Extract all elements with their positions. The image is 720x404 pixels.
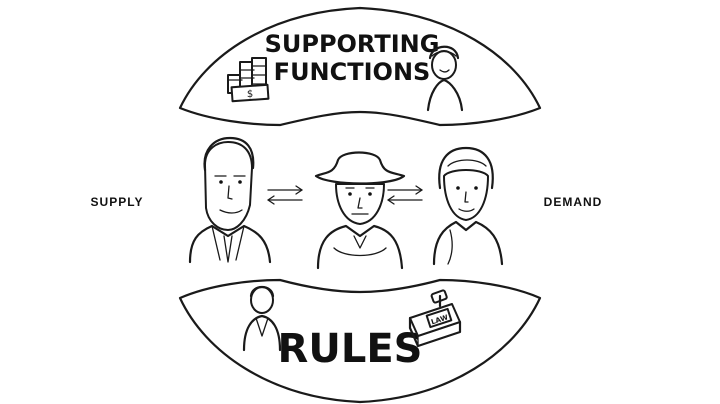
supply-label: SUPPLY (91, 195, 144, 209)
businessman-figure (188, 136, 272, 264)
rules-segment: RULES LAW (178, 278, 542, 404)
segment-title-line1: SUPPORTING (265, 30, 440, 58)
svg-text:$: $ (247, 89, 253, 100)
gavel-icon (430, 289, 448, 308)
money-stack-icon: $ (227, 57, 270, 103)
double-arrow-icon (267, 185, 303, 205)
segment-title: RULES (278, 326, 423, 372)
woman-figure (432, 146, 504, 266)
demand-label: DEMAND (544, 195, 603, 209)
woman-portrait-icon (426, 45, 464, 112)
farmer-figure (314, 151, 406, 270)
double-arrow-icon (387, 185, 423, 205)
bottom-arc-outline (178, 278, 542, 404)
top-arc-outline (178, 6, 542, 127)
supporting-functions-segment: SUPPORTING FUNCTIONS $ (178, 6, 542, 127)
segment-title-line2: FUNCTIONS (274, 58, 431, 86)
law-book-icon: LAW (408, 303, 462, 348)
official-portrait-icon (242, 285, 282, 352)
